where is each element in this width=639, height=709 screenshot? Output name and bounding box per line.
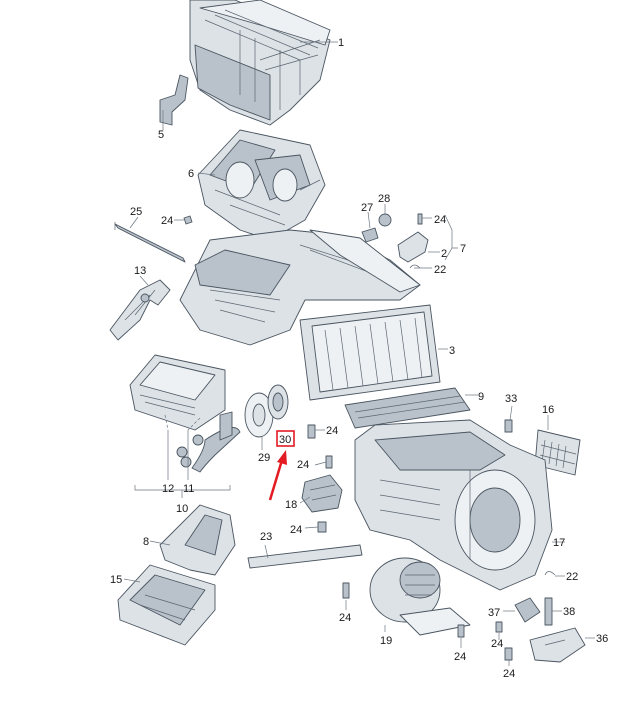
clip-22b (544, 571, 556, 576)
callout-38: 38 (563, 606, 575, 618)
callout-22a: 22 (434, 264, 446, 276)
callout-1: 1 (338, 37, 344, 49)
callout-24d: 24 (297, 459, 309, 471)
callout-28: 28 (378, 193, 390, 205)
grille-16 (534, 429, 581, 476)
callout-24g: 24 (491, 638, 503, 650)
callout-27: 27 (361, 202, 373, 214)
callout-6: 6 (188, 168, 194, 180)
callout-24b: 24 (434, 214, 446, 226)
strip-23 (247, 544, 363, 569)
callout-8: 8 (143, 536, 149, 548)
bracket-36 (529, 627, 586, 663)
callout-12: 12 (162, 483, 174, 495)
callout-24e: 24 (290, 524, 302, 536)
resistor-18 (301, 474, 343, 513)
callout-5: 5 (158, 129, 164, 141)
callout-23: 23 (260, 531, 272, 543)
callout-17: 17 (553, 537, 565, 549)
duct-15 (117, 564, 216, 646)
air-distribution-housing (189, 0, 331, 126)
seal-30 (267, 384, 289, 420)
screws (183, 213, 513, 661)
heater-core (129, 354, 226, 431)
callout-13: 13 (134, 265, 146, 277)
lever-13 (109, 279, 171, 341)
callout-16: 16 (542, 404, 554, 416)
callout-36: 36 (596, 633, 608, 645)
callout-24c: 24 (326, 425, 338, 437)
callout-11: 11 (183, 483, 194, 495)
callout-18: 18 (285, 499, 297, 511)
blower-motor-19 (369, 557, 471, 636)
callout-15: 15 (110, 574, 122, 586)
callout-19: 19 (380, 635, 392, 647)
callout-3: 3 (449, 345, 455, 357)
heater-box (179, 229, 421, 346)
callout-9: 9 (478, 391, 484, 403)
callout-24a: 24 (161, 215, 173, 227)
seal-29 (244, 392, 274, 438)
highlight-arrow (268, 450, 287, 501)
coolant-pipes (176, 411, 241, 473)
callout-10: 10 (176, 503, 188, 515)
callout-24f: 24 (339, 612, 351, 624)
callout-25: 25 (130, 206, 142, 218)
callout-24i: 24 (503, 668, 515, 680)
rod-25 (114, 222, 186, 263)
duct-8 (159, 504, 236, 576)
blower-housing-17 (354, 419, 553, 591)
leader-lines (123, 41, 595, 666)
filter-frame-3 (299, 304, 441, 401)
callout-22b: 22 (566, 571, 578, 583)
filter-element-9 (344, 387, 471, 429)
callout-2: 2 (441, 248, 447, 260)
callout-30: 30 (279, 434, 291, 446)
callout-29: 29 (258, 452, 270, 464)
brace-10 (134, 485, 231, 498)
highlight-box-30 (276, 430, 295, 447)
flap-housing-6 (197, 129, 326, 241)
actuator-37 (514, 597, 541, 623)
callout-24h: 24 (454, 651, 466, 663)
callout-7: 7 (460, 243, 466, 255)
bracket-5 (159, 74, 189, 126)
callout-33: 33 (505, 393, 517, 405)
callout-37: 37 (488, 607, 500, 619)
clip-38 (544, 597, 553, 626)
